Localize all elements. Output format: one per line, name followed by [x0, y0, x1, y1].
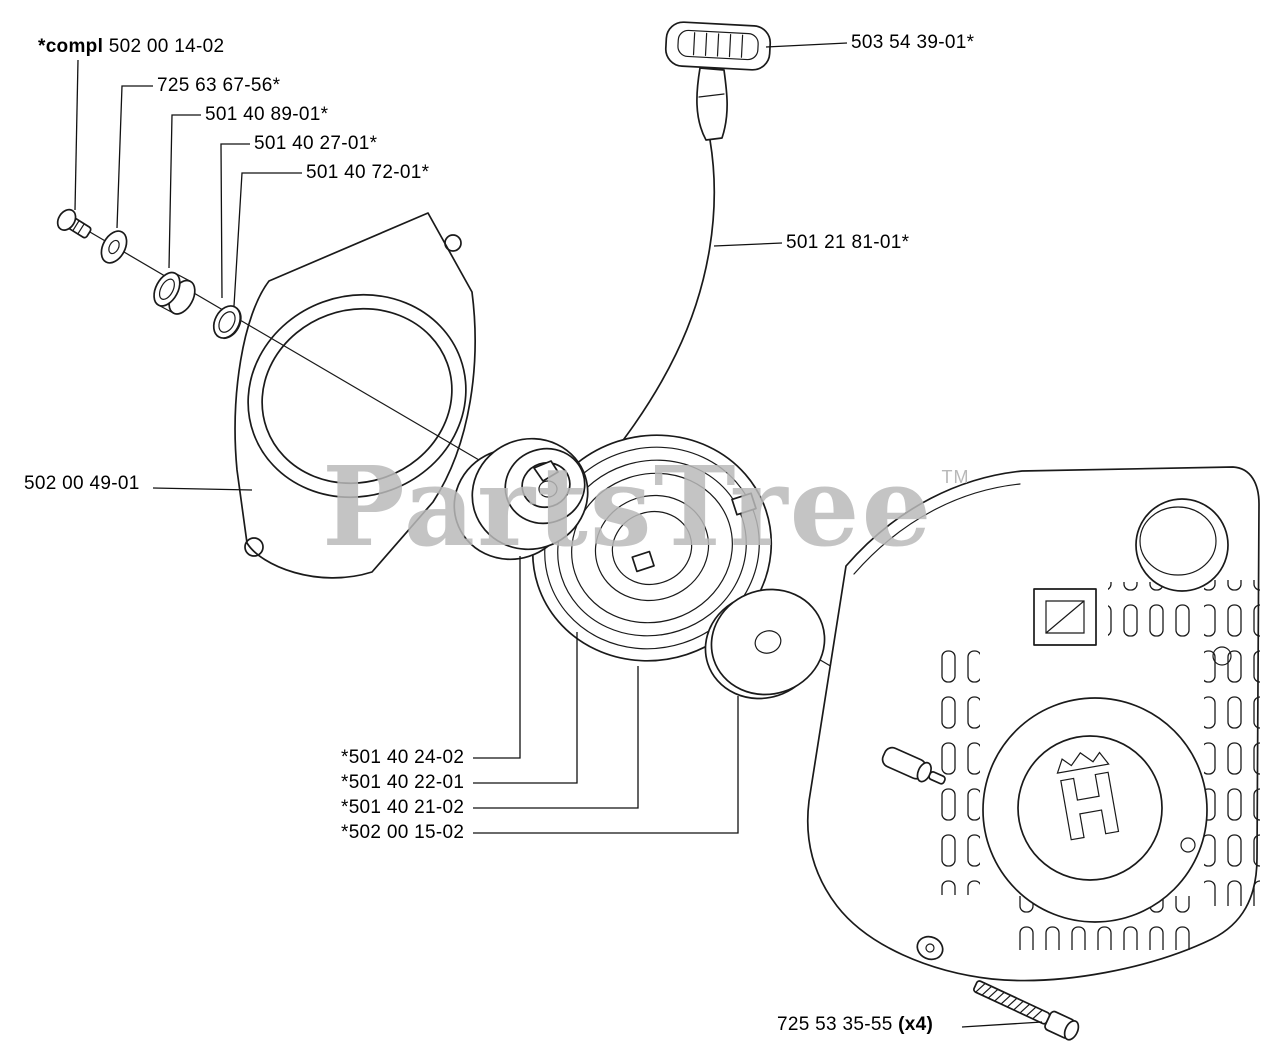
leader-501-40-22-01: [473, 632, 578, 784]
leader-501-40-72-01: [233, 172, 302, 307]
watermark-tm: TM: [941, 467, 970, 487]
leader-502-00-49-01: [152, 487, 253, 491]
part-label-502-00-49-01: 502 00 49-01: [24, 473, 140, 494]
part-label-725-63-67-56: 725 63 67-56*: [157, 75, 281, 96]
leader-503-54-39-01: [765, 42, 848, 48]
part-label-501-40-21-02: *501 40 21-02: [341, 797, 465, 818]
part-label-725-53-35-55: 725 53 35-55 (x4): [777, 1014, 934, 1035]
leader-compl-502-00-14-02: [74, 59, 79, 211]
part-label-501-40-27-01: 501 40 27-01*: [254, 133, 378, 154]
part-label-502-00-15-02: *502 00 15-02: [341, 822, 465, 843]
husqvarna-logo: [1056, 751, 1120, 841]
starter-handle: [664, 21, 772, 141]
part-label-501-40-24-02: *501 40 24-02: [341, 747, 465, 768]
part-label-503-54-39-01: 503 54 39-01*: [851, 32, 975, 53]
washer-large: [704, 588, 826, 700]
screw-post: [881, 746, 946, 785]
leader-502-00-15-02: [473, 696, 739, 834]
part-label-501-21-81-01: 501 21 81-01*: [786, 232, 910, 253]
watermark-text: PartsTree: [322, 442, 934, 571]
part-label-501-40-72-01: 501 40 72-01*: [306, 162, 430, 183]
leader-725-63-67-56: [116, 85, 153, 229]
leader-725-53-35-55: [961, 1021, 1043, 1028]
starter-pulley: [453, 437, 589, 561]
recoil-spring-cassette: [531, 434, 773, 662]
screw-boss: [916, 935, 944, 961]
part-label-502-00-14-02-compl: *compl 502 00 14-02: [38, 36, 225, 57]
part-label-501-40-22-01: *501 40 22-01: [341, 772, 465, 793]
starter-housing: [806, 466, 1260, 982]
screw: [56, 208, 92, 239]
leader-501-40-21-02: [473, 666, 639, 809]
leader-501-40-89-01: [168, 114, 201, 269]
spacer-ring: [212, 305, 242, 340]
leader-501-40-27-01: [220, 143, 250, 299]
washer-small: [100, 230, 128, 264]
leader-501-21-81-01: [713, 242, 783, 247]
leader-501-40-24-02: [473, 556, 521, 759]
bushing: [153, 271, 196, 315]
mounting-screw: [973, 980, 1080, 1041]
part-label-501-40-89-01: 501 40 89-01*: [205, 104, 329, 125]
starter-plate: [234, 212, 476, 579]
